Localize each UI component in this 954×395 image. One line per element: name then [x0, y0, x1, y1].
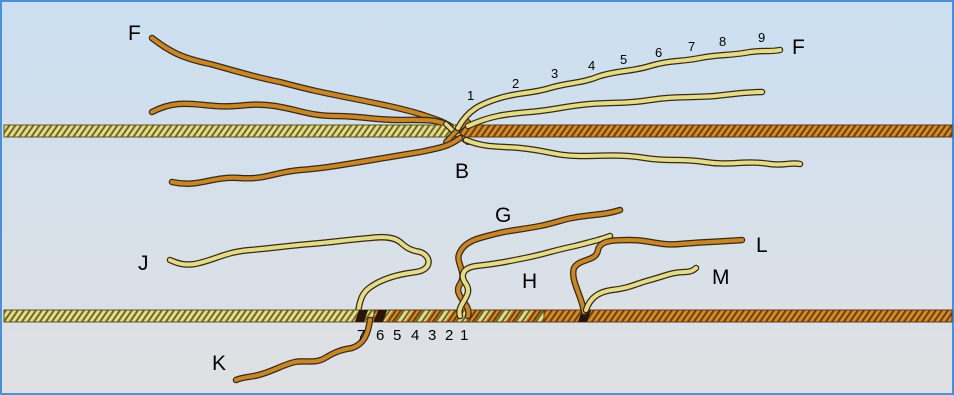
lower-number-5: 5 [393, 327, 401, 344]
label-K: K [212, 352, 226, 375]
strand-upper-right-3 [462, 136, 804, 168]
strand-H [456, 232, 614, 320]
label-G: G [495, 204, 511, 227]
lower-number-1: 1 [460, 327, 468, 344]
dark-segment-6 [373, 310, 388, 322]
strand-upper-right-2 [464, 88, 766, 130]
rope-upper-yellow [3, 124, 459, 138]
label-B: B [455, 160, 469, 183]
upper-number-8: 8 [719, 34, 726, 49]
upper-number-6: 6 [655, 45, 662, 60]
strand-upper-left-2 [148, 100, 460, 134]
rope-lower-yellow [3, 309, 375, 323]
strand-M [582, 264, 700, 314]
lower-number-3: 3 [428, 327, 436, 344]
strand-upper-left-1 [148, 34, 460, 134]
label-L: L [756, 234, 768, 257]
upper-number-3: 3 [551, 66, 558, 81]
label-F-left: F [128, 22, 141, 45]
strand-G [454, 206, 624, 320]
strand-upper-left-3 [168, 134, 464, 187]
label-J: J [138, 252, 149, 275]
dark-segment-7 [354, 310, 369, 322]
upper-number-5: 5 [620, 52, 627, 67]
strand-J [166, 233, 432, 316]
label-M: M [712, 266, 730, 289]
label-H: H [522, 270, 537, 293]
label-F-right: F [792, 36, 805, 59]
lower-number-6: 6 [376, 327, 384, 344]
strand-K [232, 316, 374, 384]
lower-number-4: 4 [411, 327, 419, 344]
lower-number-7: 7 [357, 327, 365, 344]
rope-lower-orange [543, 309, 953, 323]
strand-L [569, 236, 746, 316]
upper-number-1: 1 [467, 88, 474, 103]
lower-number-2: 2 [445, 327, 453, 344]
strand-upper-right-numbered [454, 46, 784, 132]
upper-number-7: 7 [688, 39, 695, 54]
upper-number-9: 9 [758, 30, 765, 45]
upper-number-4: 4 [588, 58, 595, 73]
upper-number-2: 2 [512, 76, 519, 91]
rope-upper-orange [457, 124, 953, 138]
